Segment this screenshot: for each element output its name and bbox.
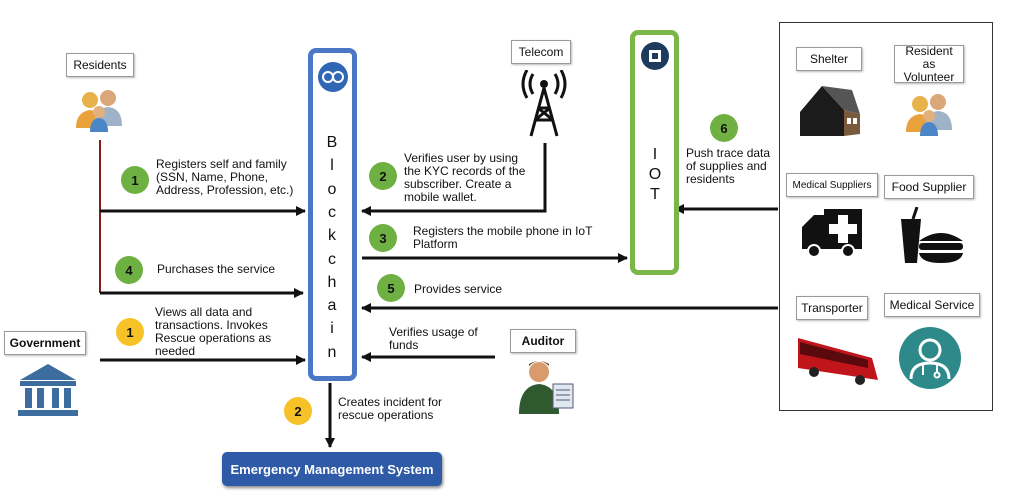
food-supplier-label: Food Supplier bbox=[884, 175, 974, 199]
ambulance-icon bbox=[802, 209, 862, 258]
volunteer-icon bbox=[906, 94, 952, 136]
doctor-icon bbox=[899, 327, 961, 389]
step-badge-3: 3 bbox=[369, 224, 397, 252]
shelter-icon bbox=[800, 86, 860, 136]
telecom-tower-icon bbox=[521, 70, 567, 137]
government-building-icon bbox=[18, 364, 78, 416]
step-badge-4: 4 bbox=[115, 256, 143, 284]
auditor-step-text: Verifies usage of funds bbox=[389, 325, 478, 352]
blockchain-letter-9: n bbox=[327, 343, 337, 361]
blockchain-letter-0: B bbox=[326, 134, 338, 151]
participants-panel bbox=[779, 22, 993, 411]
step-badge-5: 5 bbox=[377, 274, 405, 302]
step-text-6: Push trace data of supplies and resident… bbox=[686, 146, 771, 186]
ems-step-badge-2: 2 bbox=[284, 397, 312, 425]
resident-volunteer-label: Resident as Volunteer bbox=[894, 44, 964, 83]
government-label: Government bbox=[4, 331, 86, 355]
telecom-label: Telecom bbox=[511, 40, 571, 64]
gov-step-badge-1: 1 bbox=[116, 318, 144, 346]
blockchain-letter-3: c bbox=[328, 203, 336, 221]
iot-chip-icon bbox=[641, 42, 669, 70]
step-text-1: Registers self and family (SSN, Name, Ph… bbox=[156, 157, 294, 197]
step-text-4: Purchases the service bbox=[157, 262, 276, 276]
auditor-icon bbox=[519, 361, 574, 414]
blockchain-letter-1: l bbox=[330, 157, 334, 175]
transporter-label: Transporter bbox=[796, 296, 868, 320]
blockchain-icon bbox=[318, 62, 348, 92]
step-badge-6: 6 bbox=[710, 114, 738, 142]
blockchain-letter-5: c bbox=[328, 250, 336, 268]
arrow-step2 bbox=[361, 143, 547, 216]
medical-service-label: Medical Service bbox=[884, 293, 980, 317]
blockchain-letter-2: o bbox=[327, 180, 337, 198]
blockchain-column bbox=[308, 48, 357, 381]
ems-step-text-2: Creates incident for rescue operations bbox=[338, 395, 443, 422]
shelter-label: Shelter bbox=[796, 47, 862, 71]
emergency-management-system-box: Emergency Management System bbox=[222, 452, 442, 486]
residents-label: Residents bbox=[66, 53, 134, 77]
iot-letter-2: T bbox=[650, 186, 660, 203]
gov-step-text-1: Views all data and transactions. Invokes… bbox=[155, 305, 272, 358]
step-text-3: Registers the mobile phone in IoT Platfo… bbox=[413, 224, 593, 251]
iot-letter-1: O bbox=[648, 166, 662, 183]
iot-letter-0: I bbox=[652, 146, 658, 163]
blockchain-letter-7: a bbox=[327, 297, 337, 315]
iot-column bbox=[630, 30, 679, 275]
blockchain-letter-8: i bbox=[330, 320, 334, 338]
food-icon bbox=[901, 207, 963, 263]
auditor-label: Auditor bbox=[510, 329, 576, 353]
blockchain-letter-4: k bbox=[328, 227, 336, 245]
bus-icon bbox=[798, 338, 878, 385]
step-text-5: Provides service bbox=[414, 282, 503, 296]
blockchain-letter-6: h bbox=[327, 273, 337, 291]
step-text-2: Verifies user by using the KYC records o… bbox=[404, 151, 526, 204]
step-badge-1: 1 bbox=[121, 166, 149, 194]
residents-icon bbox=[76, 90, 122, 132]
medical-suppliers-label: Medical Suppliers bbox=[786, 173, 878, 197]
step-badge-2: 2 bbox=[369, 162, 397, 190]
